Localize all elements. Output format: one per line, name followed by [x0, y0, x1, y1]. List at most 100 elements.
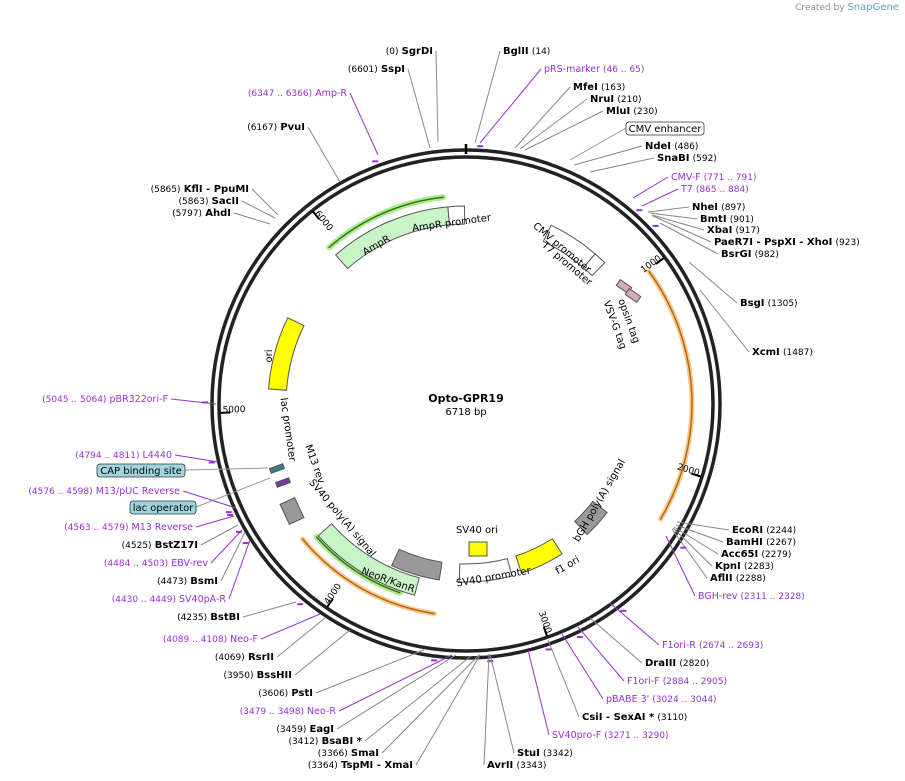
site-stui: StuI (3342): [517, 748, 573, 759]
site-mlui: MluI (230): [606, 106, 658, 117]
feature-label-ori: ori: [264, 349, 275, 362]
leader-cmv-f: [632, 176, 669, 199]
site-cmv-f: CMV-F (771 .. 791): [671, 172, 757, 183]
leader-f1ori-r: [609, 602, 660, 646]
tick-1000: [655, 257, 665, 265]
leader-bsmi: [220, 531, 246, 582]
site-xcmi: XcmI (1487): [752, 347, 813, 358]
site-prs-marker: pRS-marker (46 .. 65): [544, 64, 644, 75]
site-sgrdi: (0) SgrDI: [386, 46, 433, 57]
snapgene-brand: SnapGene: [847, 2, 899, 13]
inner-ring: [217, 155, 715, 653]
leader-bsgi: [688, 261, 738, 304]
f1-ori-arrow: [515, 538, 563, 574]
site-csii: CsiI - SexAI * (3110): [582, 712, 687, 723]
leader-sacii: [241, 200, 276, 219]
sv40-polya-box: [279, 496, 305, 526]
tick-label-4000: 4000: [323, 582, 344, 607]
leader-ebv-rev: [210, 529, 243, 564]
site-neo-f: (4089 .. 4108) Neo-F: [163, 634, 258, 645]
leader-csii: [547, 639, 580, 718]
label-leader-lines: [170, 50, 750, 766]
sv40-ori-box: [468, 541, 488, 557]
plasmid-title: Opto-GPR19 6718 bp: [428, 392, 503, 418]
leader-sgrdi: [435, 50, 439, 143]
cap-binding-site-line: [184, 467, 269, 471]
leader-acc65i: [673, 526, 719, 555]
site-tspmi: (3364) TspMI - XmaI: [308, 760, 413, 771]
orf2-arrow: [301, 538, 435, 615]
site-sv40pa-r: (4430 .. 4449) SV40pA-R: [112, 594, 227, 605]
site-sspi: (6601) SspI: [348, 64, 405, 75]
site-aflii: AflII (2288): [710, 573, 766, 584]
site-nrui: NruI (210): [590, 94, 642, 105]
site-draiii: DraIII (2820): [645, 658, 709, 669]
site-sacii: (5863) SacII: [179, 196, 239, 207]
tick-3000: [542, 626, 548, 637]
leader-neo-f: [260, 613, 321, 640]
cmv-enhancer-line: [569, 127, 627, 161]
site-kpni: KpnI (2283): [715, 561, 774, 572]
site-bsrgi: BsrGI (982): [721, 249, 779, 260]
site-f1ori-f: F1ori-F (2884 .. 2905): [627, 676, 727, 687]
feature-label-f1-ori: f1 ori: [554, 555, 582, 578]
feature-label-lac-promoter: lac promoter: [278, 397, 298, 463]
site-l4440: (4794 .. 4811) L4440: [75, 450, 172, 461]
leader-l4440: [174, 454, 219, 463]
site-snabi: SnaBI (592): [657, 153, 717, 164]
leader-f1ori-f: [577, 626, 625, 682]
lac-operator-line: [195, 477, 271, 508]
leader-bglii: [474, 50, 501, 144]
site-bsmi: (4473) BsmI: [157, 576, 218, 587]
leader-xbai: [651, 214, 705, 231]
site-bamhi: BamHI (2267): [726, 537, 796, 548]
lac-operator-label: lac operator: [133, 503, 194, 514]
leader-bsabi: [364, 655, 472, 742]
leader-avrii: [483, 653, 490, 766]
leader-t7: [641, 188, 679, 207]
feature-label-sv40-ori: SV40 ori: [456, 525, 498, 536]
leader-stui: [489, 653, 515, 754]
lac-operator-box: [129, 500, 197, 515]
leader-pbabe-3: [561, 633, 604, 700]
site-neo-r: (3479 .. 3498) Neo-R: [240, 706, 337, 717]
neor-kanr-arrow: [317, 523, 420, 596]
site-acc65i: Acc65I (2279): [721, 549, 791, 560]
leader-amp-r: [349, 92, 379, 156]
site-sv40pro-f: SV40pro-F (3271 .. 3290): [552, 730, 669, 741]
leader-bsshii: [294, 629, 351, 676]
leader-rsrii: [276, 617, 326, 658]
feature-label-bgh-polya: bGH poly(A) signal: [572, 458, 628, 544]
vsvg-tag-box: [624, 287, 642, 304]
site-bsshii: (3950) BssHII: [224, 670, 292, 681]
tick-label-3000: 3000: [536, 610, 553, 635]
leader-draiii: [589, 617, 643, 664]
orf-arrow: [648, 270, 693, 520]
site-ebv-rev: (4484 .. 4503) EBV-rev: [104, 558, 208, 569]
leader-kfli: [251, 188, 279, 216]
cap-binding-site-box: [96, 463, 186, 478]
cmv-enhancer-label: CMV enhancer: [629, 124, 703, 135]
tick-label-6000: 6000: [312, 209, 334, 233]
cap-binding-site-label: CAP binding site: [100, 466, 182, 477]
tick-6000: [312, 210, 320, 220]
leader-pvui: [307, 126, 341, 183]
leader-nrui: [519, 98, 588, 150]
site-ndei: NdeI (486): [645, 141, 698, 152]
leader-m13-reverse: [195, 515, 235, 528]
site-bmti: BmtI (901): [700, 214, 754, 225]
snapgene-credit: Created by SnapGene: [795, 2, 899, 13]
site-ahdi: (5797) AhdI: [172, 208, 231, 219]
site-m13-puc-reverse: (4576 .. 4598) M13/pUC Reverse: [28, 486, 180, 497]
site-paer7i: PaeR7I - PspXI - XhoI (923): [714, 237, 860, 248]
leader-paer7i: [652, 215, 712, 243]
site-pbr322ori-f: (5045 .. 5064) pBR322ori-F: [42, 394, 168, 405]
bgh-polya-arrow: [574, 500, 608, 536]
leader-nhei: [647, 206, 690, 213]
plasmid-size: 6718 bp: [445, 407, 486, 418]
leader-bamhi: [675, 524, 724, 543]
site-kfli: (5865) KflI - PpuMI: [151, 184, 249, 195]
leader-sspi: [407, 68, 431, 149]
site-bsgi: BsgI (1305): [740, 298, 798, 309]
